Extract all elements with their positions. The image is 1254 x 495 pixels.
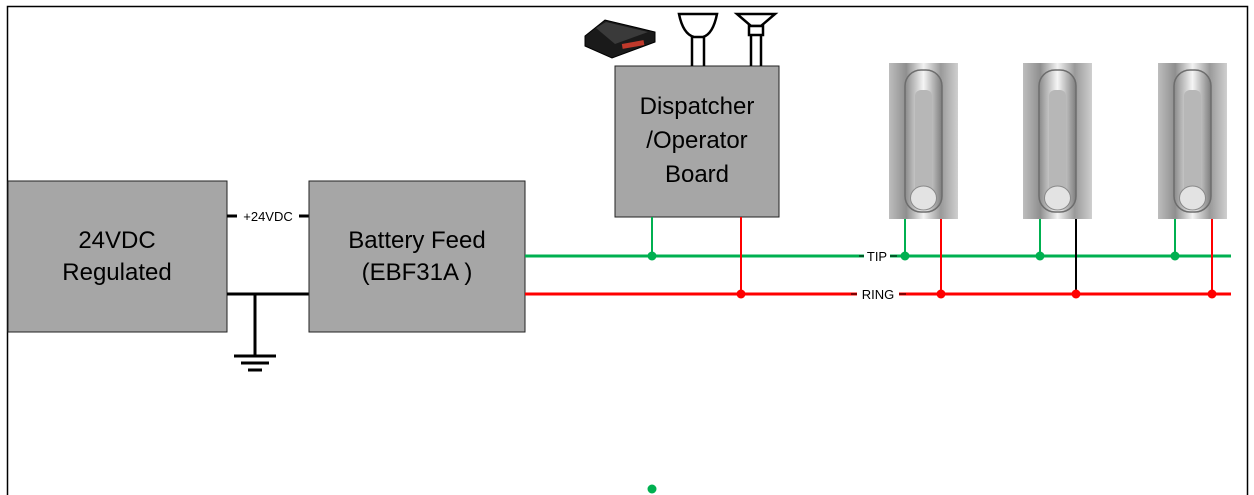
dispatcher-label-line3: Board <box>665 161 729 188</box>
battery-feed-label-line2: (EBF31A ) <box>362 259 473 286</box>
battery-feed-label-line1: Battery Feed <box>348 227 485 254</box>
desk-microphone-icon <box>677 12 719 66</box>
telephone-station-1 <box>889 63 958 299</box>
battery-feed-block: Battery Feed (EBF31A ) <box>308 180 526 333</box>
power-supply-block: 24VDC Regulated <box>7 180 228 333</box>
tip-line: TIP <box>525 249 1231 264</box>
foot-pedal-icon <box>584 19 656 59</box>
supply-return-wire <box>227 292 309 355</box>
speaker-horn-icon <box>733 12 779 66</box>
ring-label: RING <box>862 287 895 302</box>
power-supply-label-line2: Regulated <box>62 259 171 286</box>
wall-telephone-icon <box>1023 63 1092 219</box>
wall-telephone-icon <box>1158 63 1227 219</box>
wall-telephone-icon <box>889 63 958 219</box>
telephone-station-2 <box>1023 63 1092 299</box>
power-supply-label-line1: 24VDC <box>78 227 155 254</box>
dispatcher-tip-tap <box>647 217 657 261</box>
dispatcher-label-line2: /Operator <box>646 127 747 154</box>
ring-line: RING <box>525 287 1231 302</box>
dispatcher-label-line1: Dispatcher <box>640 93 755 120</box>
dispatcher-board-block: Dispatcher /Operator Board <box>614 65 780 218</box>
tip-label: TIP <box>867 249 887 264</box>
supply-voltage-label: +24VDC <box>243 209 293 224</box>
dispatcher-ring-tap <box>736 217 746 299</box>
telephone-station-3 <box>1158 63 1227 299</box>
stray-junction-dot <box>647 484 657 494</box>
ground-symbol-icon <box>234 354 276 372</box>
supply-positive-wire: +24VDC <box>227 209 309 224</box>
